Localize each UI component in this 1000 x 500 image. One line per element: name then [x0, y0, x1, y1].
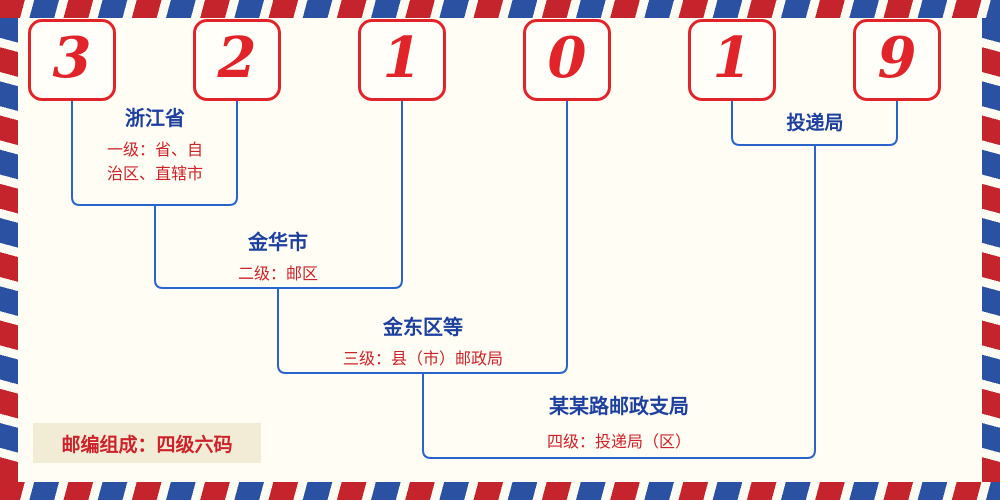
level2-description: 二级：邮区 [237, 264, 318, 283]
envelope-border-left [0, 18, 18, 482]
postal-code-composition-note: 邮编组成：四级六码 [33, 423, 261, 463]
level3-description: 三级：县（市）邮政局 [342, 349, 503, 368]
digit-box-2: 2 [193, 19, 281, 101]
level1-description: 一级：省、自 治区、直辖市 [106, 140, 203, 183]
level4-label-block: 某某路邮政支局 四级：投递局（区） [469, 394, 769, 454]
level2-place-name: 金华市 [248, 230, 308, 254]
digit-box-4: 0 [523, 19, 611, 101]
delivery-office-label-block: 投递局 [735, 112, 895, 135]
level4-description: 四级：投递局（区） [546, 432, 691, 451]
digit-box-3: 1 [358, 19, 446, 101]
envelope-border-top [0, 0, 1000, 18]
digit-2: 2 [217, 25, 257, 91]
level3-place-name: 金东区等 [383, 315, 463, 339]
digit-box-1: 3 [28, 19, 116, 101]
delivery-bracket-line [731, 99, 898, 146]
level2-label-block: 金华市 二级：邮区 [178, 230, 378, 286]
envelope-border-bottom [0, 482, 1000, 500]
digit-6: 9 [877, 25, 917, 91]
level1-place-name: 浙江省 [125, 106, 185, 130]
digit-3: 1 [382, 25, 422, 91]
digit-1: 3 [52, 25, 92, 91]
digit-5: 1 [712, 25, 752, 91]
digit-box-5: 1 [688, 19, 776, 101]
digit-4: 0 [547, 25, 587, 91]
digit-box-6: 9 [853, 19, 941, 101]
level4-place-name: 某某路邮政支局 [549, 394, 689, 418]
level1-label-block: 浙江省 一级：省、自 治区、直辖市 [75, 106, 235, 186]
level4-bracket-line [422, 144, 816, 459]
level3-label-block: 金东区等 三级：县（市）邮政局 [303, 315, 543, 371]
envelope-border-right [982, 18, 1000, 482]
delivery-office-label: 投递局 [786, 112, 844, 134]
